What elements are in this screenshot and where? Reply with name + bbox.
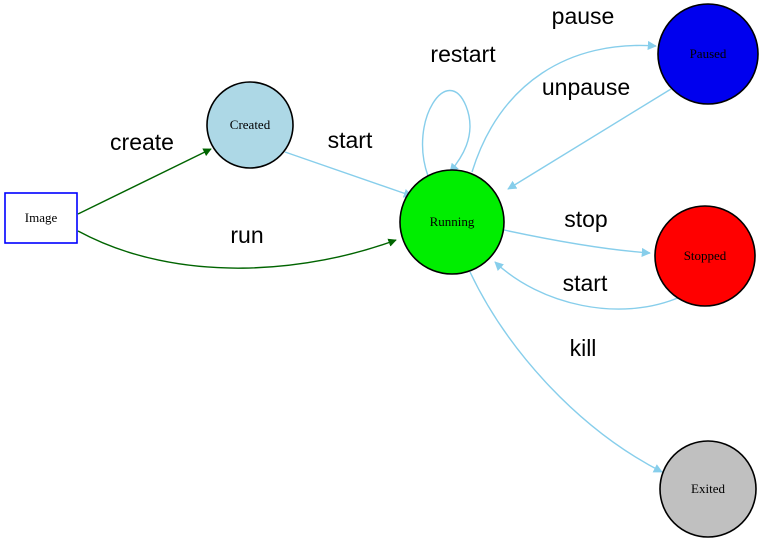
edge-pause-path — [471, 40, 657, 173]
edge-label-pause: pause — [552, 3, 615, 29]
edge-stop-path — [503, 229, 651, 257]
edge-start-stopped-path — [494, 261, 681, 310]
node-created-label: Created — [230, 117, 271, 132]
node-paused-shape — [657, 3, 759, 105]
edge-create-path — [77, 148, 212, 215]
edge-start-created[interactable]: start — [284, 127, 413, 198]
edges-layer: create run start pause unpause — [77, 3, 681, 473]
edge-label-run: run — [230, 222, 263, 248]
edge-restart[interactable]: restart — [421, 41, 497, 177]
edge-start-stopped[interactable]: start — [494, 261, 681, 310]
edge-label-start-created: start — [328, 127, 373, 153]
edge-stop[interactable]: stop — [503, 206, 651, 257]
edge-label-stop: stop — [564, 206, 607, 232]
edge-run-path — [77, 230, 397, 269]
node-created[interactable]: Created — [206, 81, 294, 169]
edge-kill[interactable]: kill — [469, 271, 663, 473]
edge-restart-path — [421, 90, 471, 177]
edge-create[interactable]: create — [77, 129, 212, 215]
edge-run[interactable]: run — [77, 222, 397, 269]
node-exited-label: Exited — [691, 481, 725, 496]
node-image-shape — [4, 192, 78, 244]
edge-label-restart: restart — [430, 41, 496, 67]
edge-label-start-stopped: start — [563, 270, 608, 296]
node-exited[interactable]: Exited — [659, 440, 757, 538]
node-image-label: Image — [25, 210, 58, 225]
node-image[interactable]: Image — [4, 192, 78, 244]
edge-label-unpause: unpause — [542, 74, 630, 100]
node-running[interactable]: Running — [399, 169, 505, 275]
node-paused-label: Paused — [690, 46, 727, 61]
edge-unpause-path — [507, 88, 672, 190]
node-stopped[interactable]: Stopped — [654, 205, 756, 307]
edge-label-create: create — [110, 129, 174, 155]
node-paused[interactable]: Paused — [657, 3, 759, 105]
nodes-layer: Image Created Running Paused Stopped — [4, 3, 759, 538]
edge-start-created-path — [284, 151, 413, 198]
node-exited-shape — [659, 440, 757, 538]
node-stopped-label: Stopped — [684, 248, 727, 263]
node-created-shape — [206, 81, 294, 169]
edge-unpause[interactable]: unpause — [507, 74, 672, 190]
edge-kill-path — [469, 271, 663, 473]
edge-label-kill: kill — [570, 335, 597, 361]
node-running-label: Running — [430, 214, 475, 229]
edge-pause[interactable]: pause — [471, 3, 657, 173]
node-stopped-shape — [654, 205, 756, 307]
node-running-shape — [399, 169, 505, 275]
